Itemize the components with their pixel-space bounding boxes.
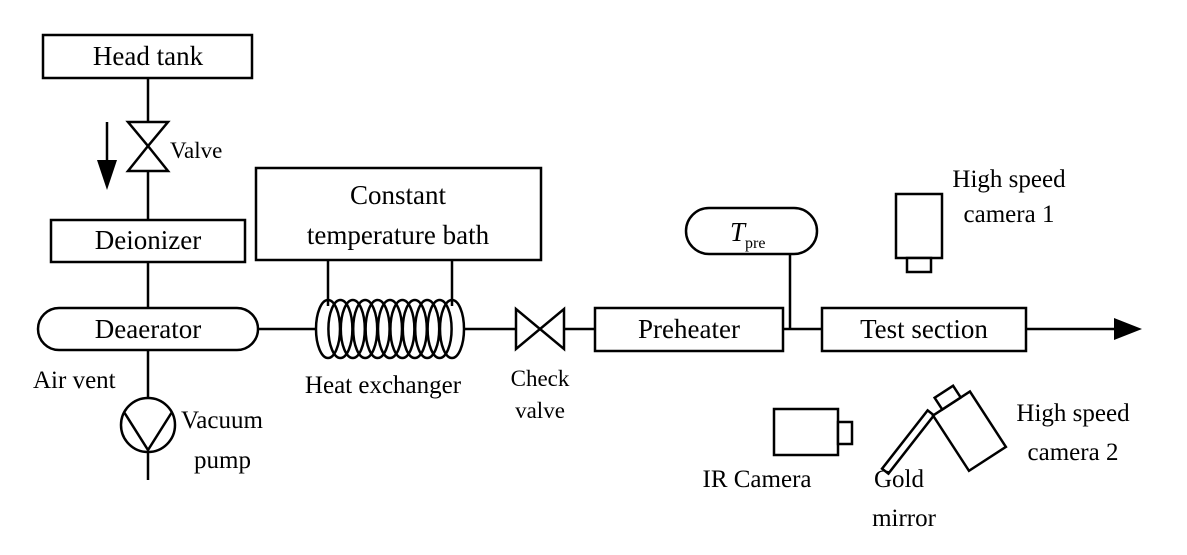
bath-label-line1: Constant [350, 180, 447, 210]
high-speed-camera-2 [931, 384, 1008, 473]
arrow-right-icon [1114, 318, 1142, 340]
preheater: Preheater [593, 306, 785, 353]
deionizer-label: Deionizer [95, 225, 201, 255]
coil-loop [438, 298, 466, 360]
piping [146, 78, 1116, 480]
coil-icon [314, 298, 466, 360]
test-section-label: Test section [860, 314, 988, 344]
deaerator: Deaerator [36, 306, 260, 352]
camera1-label-line2: camera 1 [964, 201, 1055, 228]
bath-label-line2: temperature bath [307, 220, 490, 250]
t-pre-symbol: T [730, 217, 747, 247]
head-tank-label: Head tank [93, 41, 204, 71]
vacuum-pump-label-line1: Vacuum [181, 407, 263, 434]
deionizer: Deionizer [49, 218, 247, 264]
preheater-label: Preheater [638, 314, 740, 344]
arrow-down-icon [97, 122, 117, 190]
check-valve-label-line2: valve [515, 398, 565, 423]
high-speed-camera-1 [894, 192, 944, 274]
heat-exchanger-label: Heat exchanger [305, 372, 462, 399]
vacuum-pump-label-line2: pump [194, 447, 251, 474]
ir-camera [772, 407, 854, 457]
check-valve-icon [514, 306, 566, 352]
head-tank: Head tank [41, 33, 254, 80]
constant-temperature-bath: Constant temperature bath [254, 166, 543, 262]
valve-label: Valve [170, 138, 222, 163]
camera2-label-line2: camera 2 [1028, 439, 1119, 466]
camera2-label-line1: High speed [1016, 400, 1130, 427]
coil-loop [426, 298, 453, 360]
t-pre-sensor: Tpre [684, 206, 819, 256]
pump-icon [119, 396, 177, 454]
air-vent-label: Air vent [33, 367, 116, 394]
test-section: Test section [820, 306, 1028, 353]
svg-text:Tpre: Tpre [730, 217, 765, 252]
gold-mirror [880, 408, 936, 476]
ir-camera-label: IR Camera [703, 466, 812, 493]
t-pre-subscript: pre [745, 235, 765, 252]
check-valve-label-line1: Check [511, 366, 570, 391]
gate-valve-icon [125, 120, 171, 173]
gold-mirror-label-line1: Gold [874, 466, 925, 493]
camera1-label-line1: High speed [952, 166, 1066, 193]
gold-mirror-label-line2: mirror [872, 505, 937, 532]
deaerator-label: Deaerator [95, 314, 201, 344]
